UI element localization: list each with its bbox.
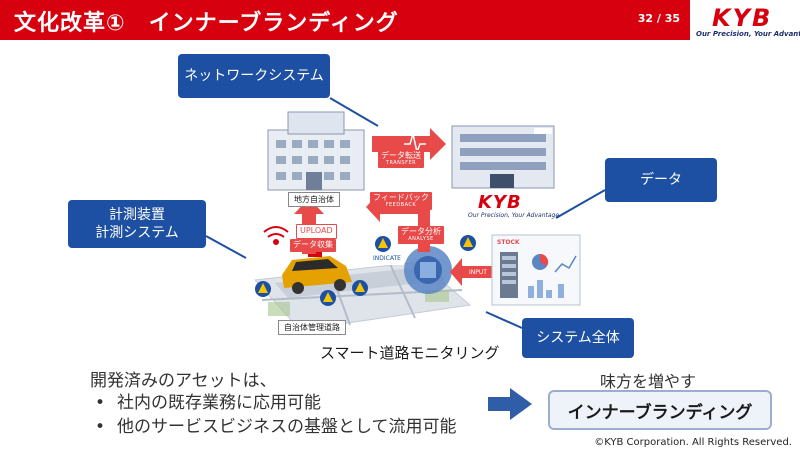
inner-branding-box: インナーブランディング: [548, 390, 772, 430]
collect-label: データ収集: [290, 239, 336, 252]
callout-whole-system: システム全体: [522, 318, 634, 358]
warning-pin-icons: [255, 235, 476, 306]
analyse-label: データ分析 ANALYSE: [398, 226, 444, 245]
data-dashboard-panel: [491, 234, 581, 306]
analysis-sphere-icon: [404, 246, 452, 294]
callout-measurement-line2: 計測システム: [95, 225, 179, 241]
callout-measurement-line1: 計測装置: [109, 206, 165, 223]
gain-allies-text: 味方を増やす: [600, 372, 697, 391]
slide-title: 文化改革① インナーブランディング: [14, 11, 399, 36]
right-arrow-icon: [488, 388, 532, 420]
header-bar: 文化改革① インナーブランディング 32 / 35: [0, 0, 690, 40]
transfer-label: データ転送 TRANSFER: [378, 150, 424, 169]
transfer-label-jp: データ転送: [381, 151, 421, 160]
kyb-building: [451, 125, 555, 189]
input-label: INPUT: [469, 269, 487, 276]
analyse-label-en: ANALYSE: [408, 235, 434, 242]
diagram-caption: スマート道路モニタリング: [320, 344, 500, 362]
stock-label: STOCK: [497, 239, 520, 246]
transfer-arrow: [372, 128, 446, 160]
assets-heading: 開発済みのアセットは、: [90, 371, 277, 391]
local-government-label: 地方自治体: [288, 192, 340, 207]
feedback-label-en: FEEDBACK: [385, 201, 417, 208]
callout-leader-lines: [205, 97, 606, 329]
transfer-label-en: TRANSFER: [385, 159, 417, 166]
feedback-label-jp: フィードバック: [373, 193, 429, 202]
copyright: ©KYB Corporation. All Rights Reserved.: [594, 437, 792, 448]
feedback-label: フィードバック FEEDBACK: [370, 192, 432, 211]
analyse-label-jp: データ分析: [401, 227, 441, 236]
kyb-logo: KYB Our Precision, Your Advantage: [694, 4, 800, 40]
list-item: 社内の既存業務に応用可能: [95, 391, 457, 415]
assets-list: 社内の既存業務に応用可能 他のサービスビジネスの基盤として流用可能: [95, 391, 457, 439]
callout-network-system: ネットワークシステム: [178, 54, 330, 98]
diagram-kyb-tagline: Our Precision, Your Advantage: [468, 212, 560, 219]
monitoring-car-icon: [282, 252, 352, 294]
page-number: 32 / 35: [637, 12, 680, 25]
upload-label: UPLOAD: [296, 224, 337, 239]
list-item: 他のサービスビジネスの基盤として流用可能: [95, 415, 457, 439]
indicate-label: INDICATE: [370, 254, 404, 265]
input-arrow: [450, 258, 492, 286]
diagram-kyb-logo: KYB: [478, 192, 522, 213]
road-admin-label: 自治体管理道路: [278, 320, 346, 335]
callout-data: データ: [605, 158, 717, 202]
wifi-icon: [263, 226, 289, 245]
kyb-logo-tagline: Our Precision, Your Advantage: [696, 30, 800, 38]
local-government-building: [267, 111, 365, 191]
kyb-logo-text: KYB: [712, 4, 773, 32]
callout-measurement: 計測装置 計測システム: [68, 200, 206, 248]
